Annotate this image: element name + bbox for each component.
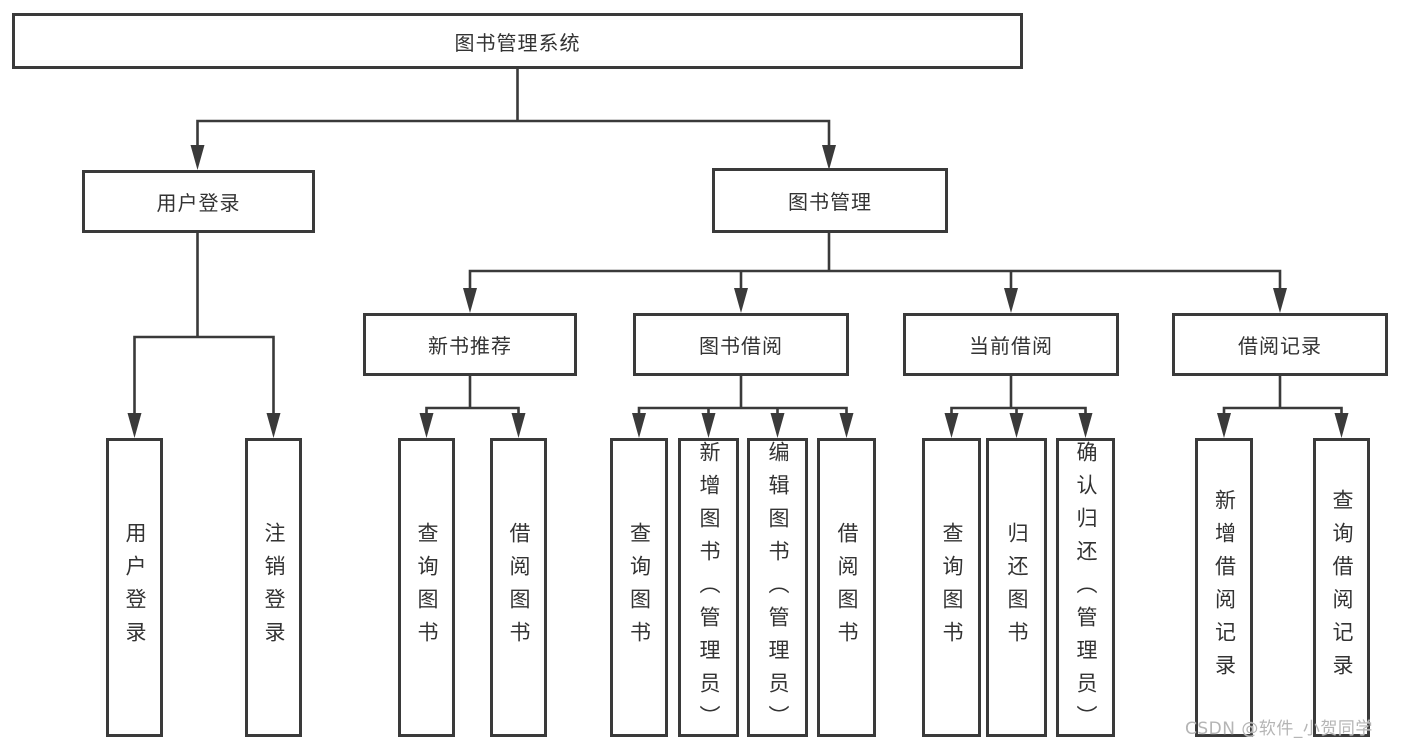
leaf-query-books-borrowing: 查询图书 bbox=[610, 438, 668, 737]
leaf-add-borrow-record: 新增借阅记录 bbox=[1195, 438, 1253, 737]
leaf-edit-books-admin: 编辑图书（管理员） bbox=[747, 438, 808, 738]
node-user-login: 用户登录 bbox=[82, 170, 315, 233]
leaf-query-books-recommend: 查询图书 bbox=[398, 438, 455, 737]
leaf-query-borrow-record: 查询借阅记录 bbox=[1313, 438, 1370, 737]
node-current-borrowing: 当前借阅 bbox=[903, 313, 1119, 376]
node-library-system: 图书管理系统 bbox=[12, 13, 1023, 69]
leaf-query-books-current: 查询图书 bbox=[922, 438, 981, 737]
leaf-borrow-books-recommend: 借阅图书 bbox=[490, 438, 547, 737]
node-book-management: 图书管理 bbox=[712, 168, 948, 233]
node-book-borrowing: 图书借阅 bbox=[633, 313, 849, 376]
leaf-borrow-books-borrowing: 借阅图书 bbox=[817, 438, 876, 737]
leaf-user-login: 用户登录 bbox=[106, 438, 163, 737]
leaf-confirm-return-admin: 确认归还（管理员） bbox=[1056, 438, 1115, 738]
leaf-return-books: 归还图书 bbox=[986, 438, 1047, 737]
leaf-logout-login: 注销登录 bbox=[245, 438, 302, 737]
leaf-add-books-admin: 新增图书（管理员） bbox=[678, 438, 739, 738]
csdn-watermark: CSDN @软件_小贺同学 bbox=[1185, 719, 1373, 739]
node-new-book-recommend: 新书推荐 bbox=[363, 313, 577, 376]
node-borrowing-records: 借阅记录 bbox=[1172, 313, 1388, 376]
